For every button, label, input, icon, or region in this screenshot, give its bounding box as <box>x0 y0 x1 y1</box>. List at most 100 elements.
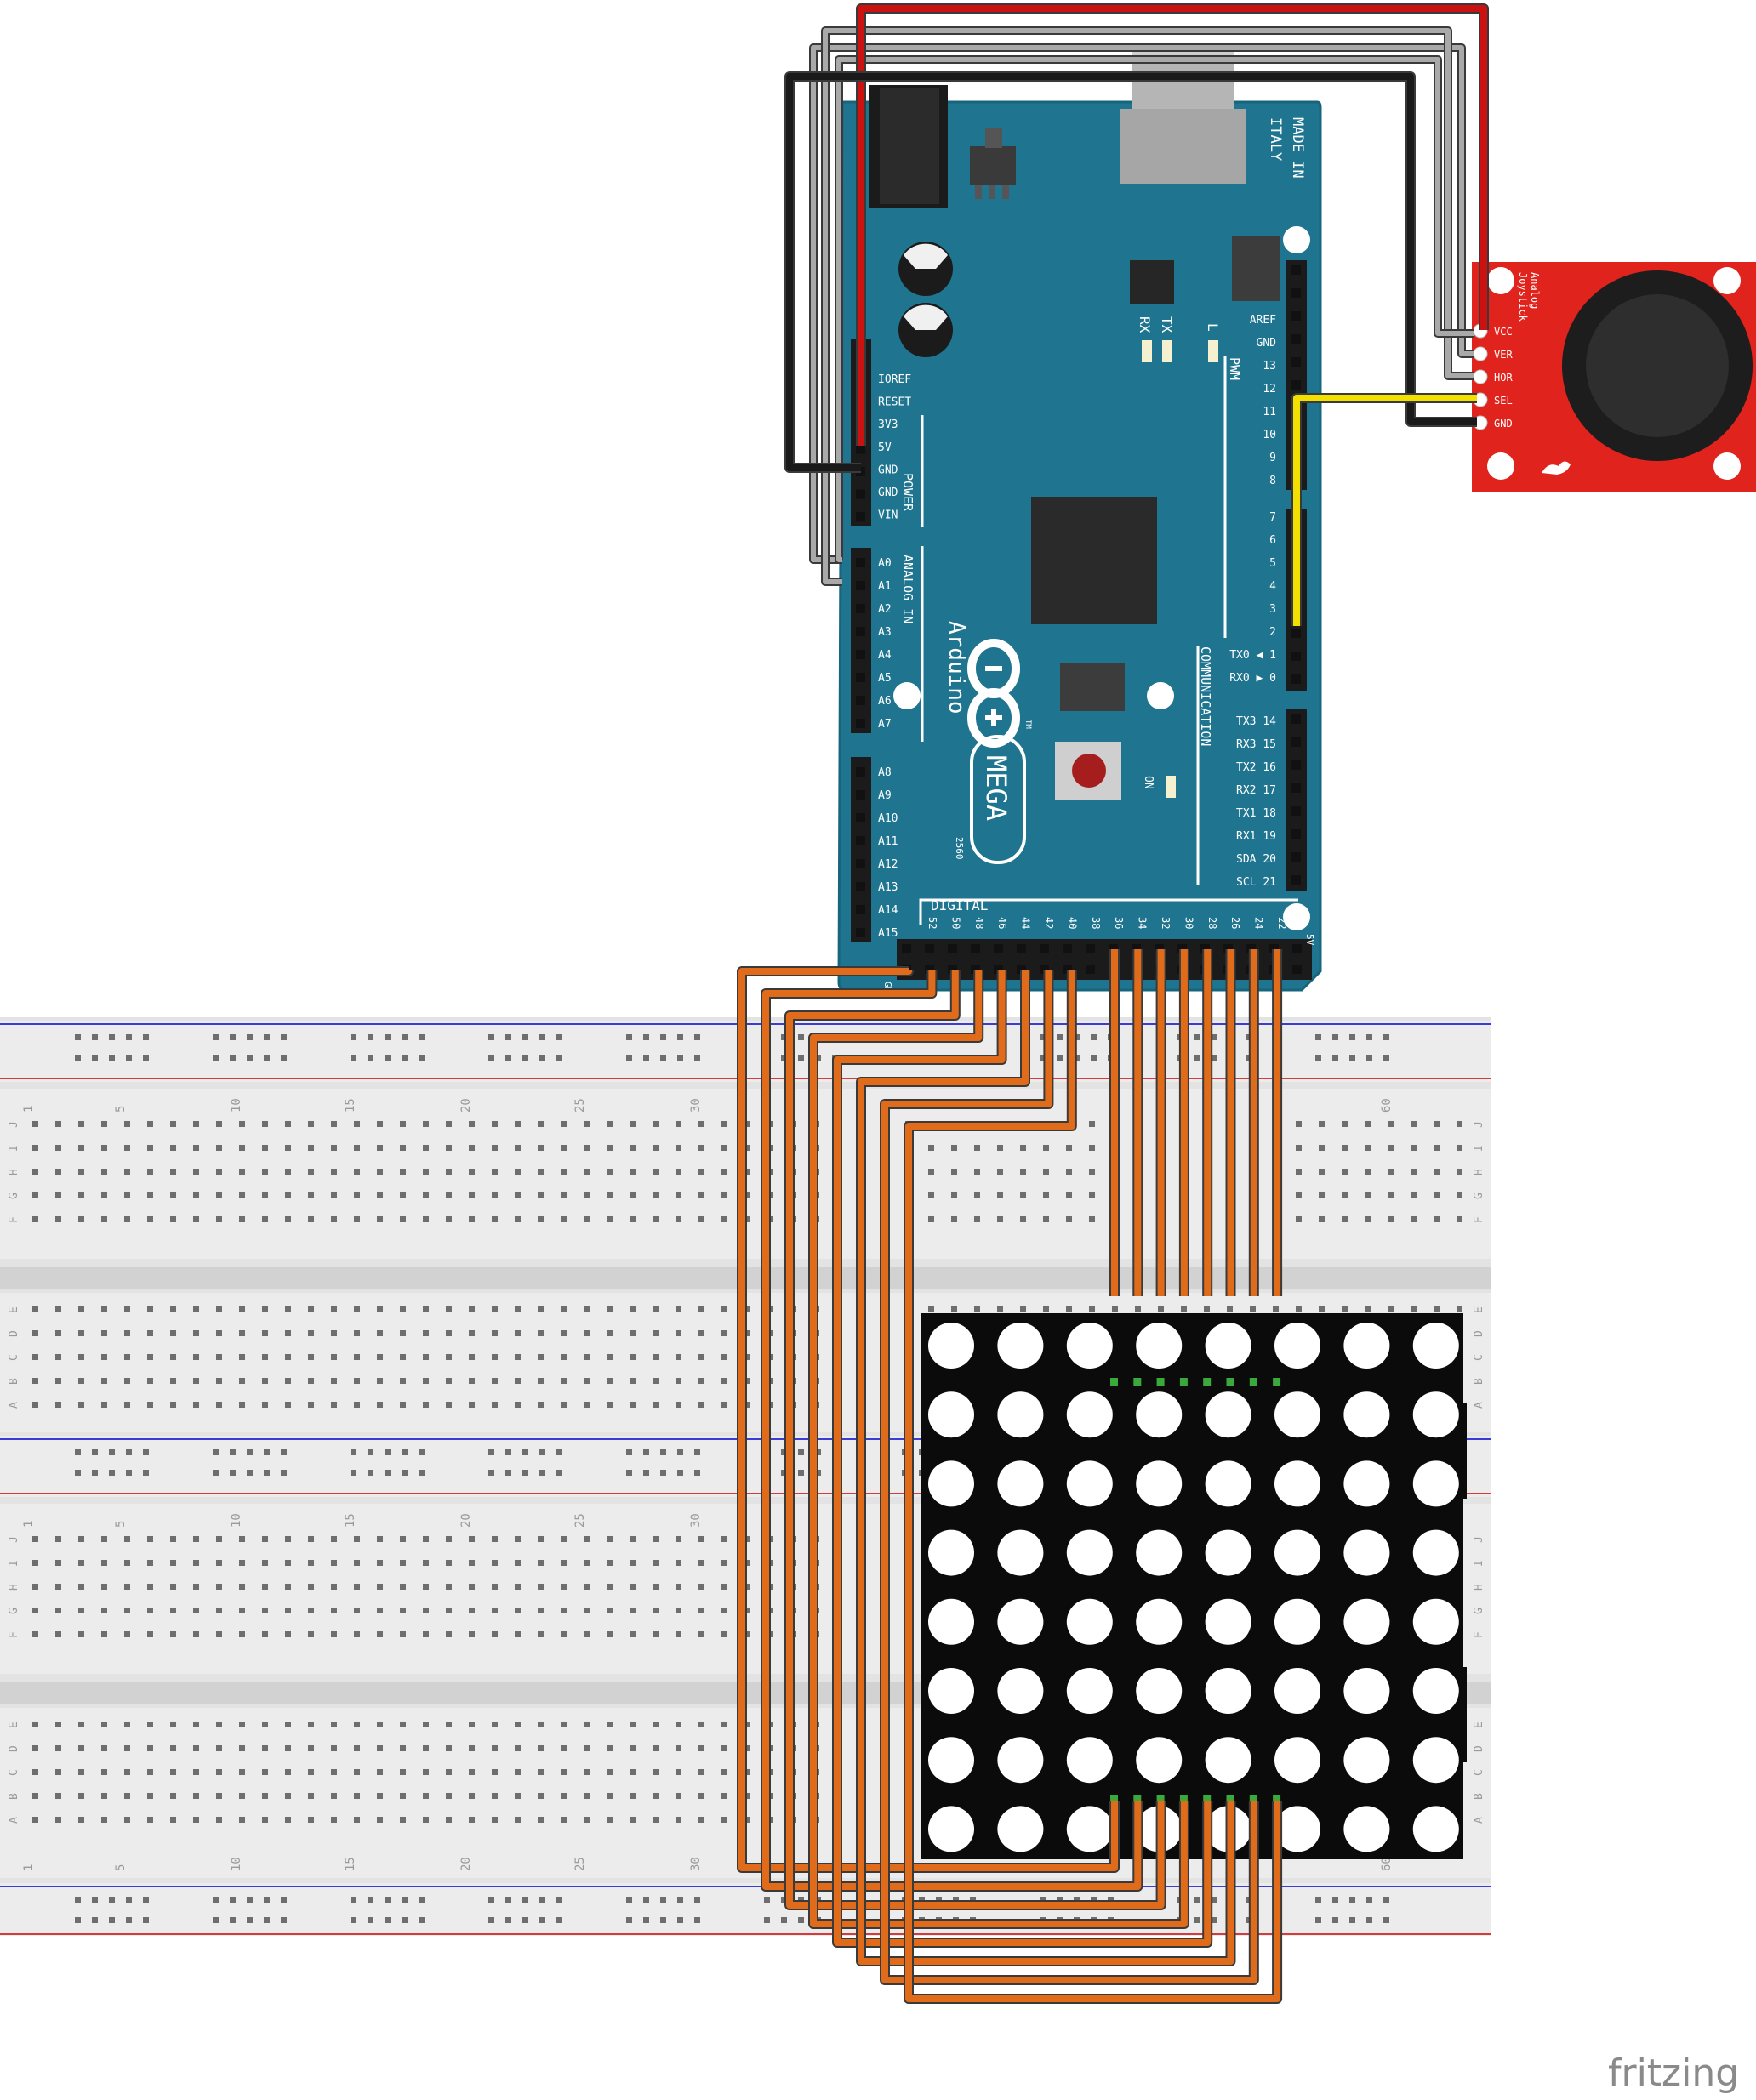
hole <box>1319 1306 1325 1312</box>
rail-hole <box>385 1470 391 1476</box>
hole <box>1296 1216 1302 1222</box>
hole <box>744 1769 750 1775</box>
hole <box>1296 1121 1302 1127</box>
hole <box>561 1793 567 1799</box>
pin <box>1292 944 1302 953</box>
digital-pin-label: 22 <box>1276 917 1288 929</box>
hole <box>744 1378 750 1384</box>
hole <box>721 1608 727 1613</box>
hole <box>584 1745 590 1751</box>
column-number: 20 <box>459 1098 473 1113</box>
made-in-text: MADE IN <box>1289 117 1306 179</box>
rail-hole <box>1366 1917 1372 1923</box>
pin <box>1291 852 1301 862</box>
hole <box>170 1330 176 1336</box>
hole <box>32 1216 38 1222</box>
rail-hole <box>522 1034 528 1040</box>
hole <box>32 1745 38 1751</box>
hole <box>331 1192 337 1198</box>
rail-hole <box>368 1034 373 1040</box>
hole <box>698 1631 704 1637</box>
pin <box>1291 875 1301 885</box>
arduino-logo-icon <box>967 639 1020 748</box>
hole <box>354 1817 360 1823</box>
hole <box>377 1216 383 1222</box>
rail-hole <box>92 1034 98 1040</box>
row-letter: J <box>8 1121 20 1128</box>
hole <box>101 1216 107 1222</box>
rail-hole <box>1212 1034 1217 1040</box>
rail-hole <box>798 1055 804 1061</box>
rail-hole <box>247 1897 253 1903</box>
hole <box>584 1306 590 1312</box>
hole <box>400 1631 406 1637</box>
hole <box>653 1793 658 1799</box>
power-pin-label: GND <box>878 464 898 476</box>
hole <box>653 1402 658 1408</box>
pin <box>1040 944 1049 953</box>
rail-hole <box>402 1917 408 1923</box>
led-dot <box>1136 1391 1183 1438</box>
hole <box>492 1306 498 1312</box>
rail-hole <box>1108 1897 1114 1903</box>
analog-pin-label: A15 <box>878 927 898 940</box>
rail-hole <box>643 1897 649 1903</box>
rail-hole <box>92 1917 98 1923</box>
hole <box>607 1769 613 1775</box>
hole <box>170 1306 176 1312</box>
pin <box>971 944 980 953</box>
hole <box>607 1584 613 1590</box>
hole <box>515 1817 521 1823</box>
hole <box>584 1536 590 1542</box>
hole <box>239 1169 245 1175</box>
digital-pin-label: 34 <box>1137 917 1149 929</box>
hole <box>78 1745 84 1751</box>
rail-hole <box>1212 1917 1217 1923</box>
hole <box>147 1216 153 1222</box>
hole <box>239 1378 245 1384</box>
row-letter: F <box>8 1216 20 1223</box>
pin <box>856 882 865 891</box>
hole <box>216 1631 222 1637</box>
column-number: 5 <box>114 1106 128 1113</box>
hole <box>262 1608 268 1613</box>
hole <box>239 1330 245 1336</box>
hole <box>377 1402 383 1408</box>
hole <box>492 1745 498 1751</box>
hole <box>676 1378 681 1384</box>
hole <box>584 1631 590 1637</box>
hole <box>193 1608 199 1613</box>
hole <box>193 1169 199 1175</box>
hole <box>698 1745 704 1751</box>
hole <box>55 1402 61 1408</box>
hole <box>721 1536 727 1542</box>
rail-hole <box>643 1917 649 1923</box>
pin <box>1155 944 1164 953</box>
hole <box>721 1330 727 1336</box>
hole <box>446 1145 452 1151</box>
analog-pin-label: A0 <box>878 557 892 570</box>
hole <box>676 1536 681 1542</box>
hole <box>584 1354 590 1360</box>
led-dot <box>1066 1806 1113 1852</box>
rail-hole <box>798 1034 804 1040</box>
hole <box>584 1793 590 1799</box>
rail-hole <box>402 1034 408 1040</box>
rail-hole <box>522 1470 528 1476</box>
hole <box>308 1121 314 1127</box>
hole <box>101 1722 107 1727</box>
pin <box>1086 965 1095 974</box>
row-letter: H <box>8 1584 20 1591</box>
hole <box>515 1769 521 1775</box>
led-dot <box>1343 1598 1390 1645</box>
wire-row <box>834 970 1212 1946</box>
hole <box>1250 1306 1256 1312</box>
rail-hole <box>1057 1897 1063 1903</box>
hole <box>584 1402 590 1408</box>
row-letter: G <box>8 1608 20 1614</box>
hole <box>584 1817 590 1823</box>
rail-hole <box>402 1897 408 1903</box>
hole <box>147 1354 153 1360</box>
pin <box>1291 674 1301 684</box>
